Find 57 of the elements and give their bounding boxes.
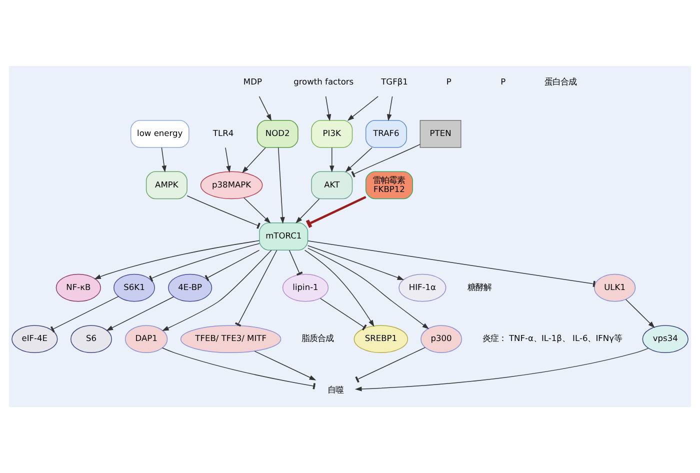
arrow (345, 147, 372, 172)
arrow (347, 96, 378, 121)
node-ellipse: p38MAPK (200, 171, 263, 200)
arrow (94, 240, 260, 280)
node-ellipse: HIF-1α (398, 274, 446, 302)
label: P (446, 76, 452, 87)
arrow (258, 96, 272, 121)
node-label: 糖酵解 (468, 282, 492, 292)
connector (234, 250, 278, 327)
arrow (307, 245, 404, 280)
connector (320, 298, 367, 330)
arrow (625, 298, 655, 328)
node-ellipse: TFEB/ TFE3/ MITF (180, 325, 282, 354)
connector (186, 195, 260, 229)
connector (288, 250, 303, 276)
arrow (308, 248, 430, 330)
node-box: low energy (130, 120, 190, 148)
node-text: TLR4 (212, 128, 234, 138)
node-box: AMPK (146, 171, 188, 200)
node-box: NOD2 (256, 120, 298, 148)
arrow (242, 147, 266, 174)
arrow (225, 147, 231, 173)
arrow (325, 96, 332, 122)
connector (351, 144, 420, 178)
node-box: TRAF6 (365, 120, 407, 148)
arrow (162, 250, 272, 332)
connector (162, 348, 316, 390)
arrow (278, 147, 285, 224)
connector (149, 243, 260, 282)
label: P (500, 76, 506, 87)
node-box: PTEN (420, 120, 462, 148)
arrow (304, 250, 374, 327)
connector (306, 196, 366, 228)
arrow (254, 350, 316, 380)
node-ellipse: vps34 (642, 325, 688, 354)
node-text: MDP (243, 76, 262, 87)
node-ellipse: S6 (70, 325, 112, 354)
arrow (330, 147, 334, 172)
arrow (161, 147, 166, 172)
arrow (106, 296, 174, 331)
node-box: mTORC1 (259, 222, 308, 250)
node-ellipse: p300 (420, 325, 462, 354)
arrow (387, 96, 393, 122)
node-label: 脂质合成 (302, 333, 334, 344)
node-box: PI3K (311, 120, 353, 148)
connector (204, 250, 260, 282)
node-label: 炎症： TNF-α、IL-1β、 IL-6、IFNγ等 (482, 333, 622, 344)
node-ellipse: DAP1 (124, 325, 168, 354)
label: 蛋白合成 (544, 76, 576, 87)
arrow (296, 198, 320, 224)
node-ellipse: lipin-1 (282, 274, 329, 302)
node-box: AKT (311, 171, 353, 200)
node-text: 自噬 (328, 384, 344, 395)
arrow (244, 197, 271, 224)
node-text: TGFβ1 (381, 76, 408, 87)
node-box: 雷帕霉素 FKBP12 (365, 171, 413, 200)
node-text: growth factors (294, 76, 354, 87)
